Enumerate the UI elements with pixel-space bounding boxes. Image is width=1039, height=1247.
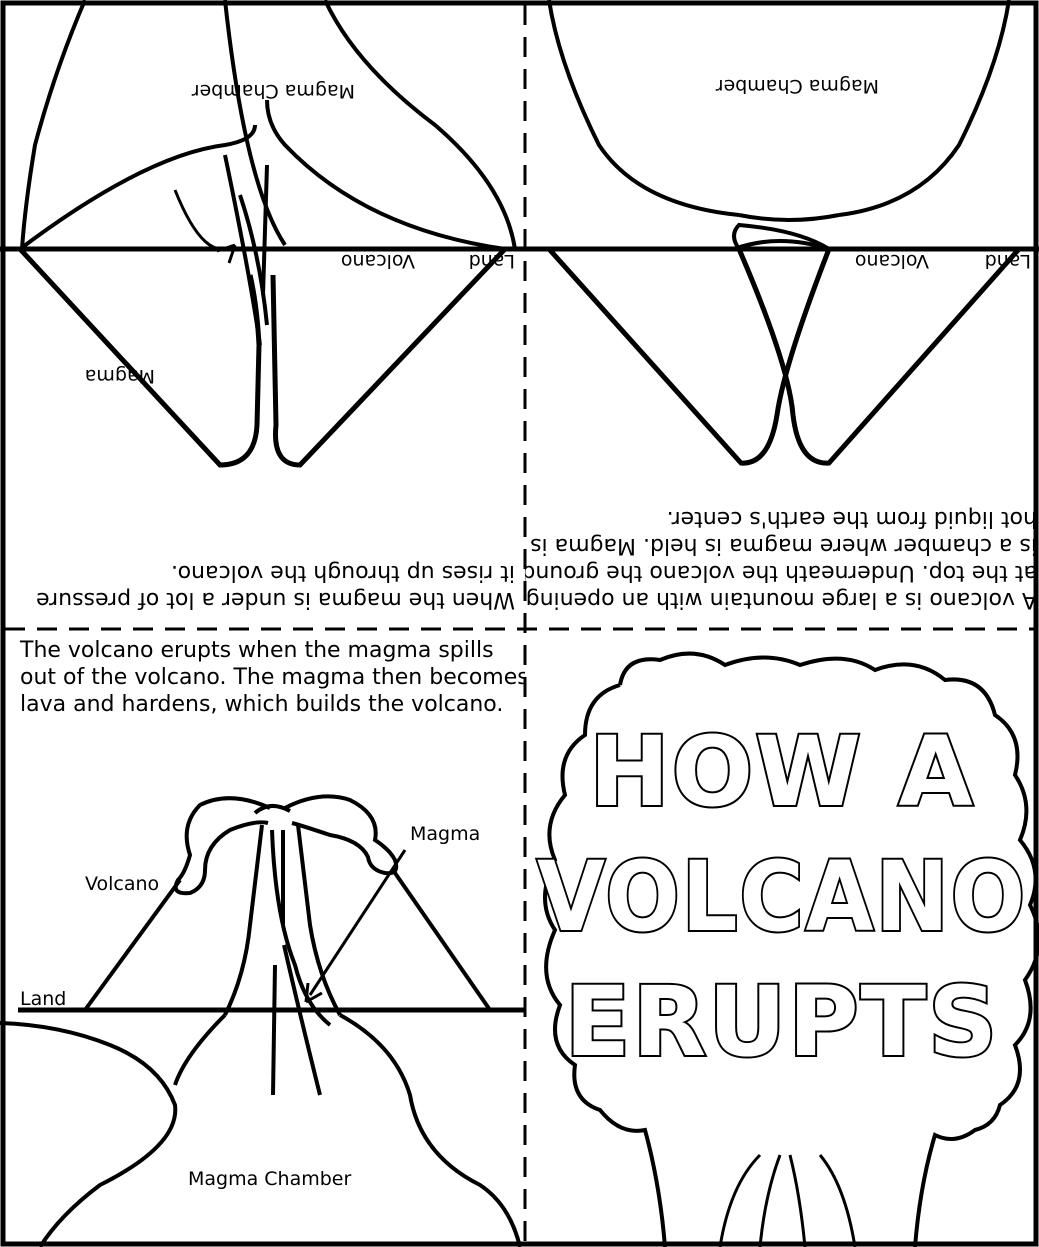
cover-title-line1: HOW A [589, 716, 975, 828]
cover-art: HOW A VOLCANO ERUPTS [535, 651, 1039, 1247]
label-magma-chamber: Magma Chamber [716, 75, 879, 97]
label-volcano: Volcano [85, 873, 159, 895]
volcano-diagram-rising: Magma Volcano Land Magma Chamber [0, 0, 525, 468]
text-line: lava and hardens, which builds the volca… [20, 692, 504, 717]
label-magma: Magma [85, 365, 155, 387]
text-line: out of the volcano. The magma then becom… [20, 665, 525, 690]
label-magma-chamber: Magma Chamber [188, 1168, 351, 1190]
panel-rising-magma: When the magma is under a lot of pressur… [0, 0, 525, 625]
volcano-diagram-chamber: Volcano Land Magma Chamber [525, 0, 1039, 466]
panel-text: The volcano erupts when the magma spills… [20, 637, 525, 718]
cover-title-line3: ERUPTS [565, 966, 999, 1078]
cover-title-line2: VOLCANO [537, 841, 1027, 953]
label-volcano: Volcano [855, 250, 929, 272]
label-volcano: Volcano [341, 250, 415, 272]
panel-eruption: The volcano erupts when the magma spills… [0, 625, 525, 1247]
label-land: Land [469, 250, 515, 272]
text-line: The volcano erupts when the magma spills [20, 638, 494, 663]
volcano-diagram-erupting: Volcano Magma Land Magma Chamber [0, 794, 525, 1247]
panel-cover: HOW A VOLCANO ERUPTS [525, 625, 1039, 1247]
label-magma-chamber: Magma Chamber [192, 80, 355, 102]
label-magma: Magma [410, 823, 480, 845]
label-land: Land [985, 250, 1031, 272]
panel-what-is-a-volcano: A volcano is a large mountain with an op… [525, 0, 1039, 625]
label-land: Land [20, 988, 66, 1010]
